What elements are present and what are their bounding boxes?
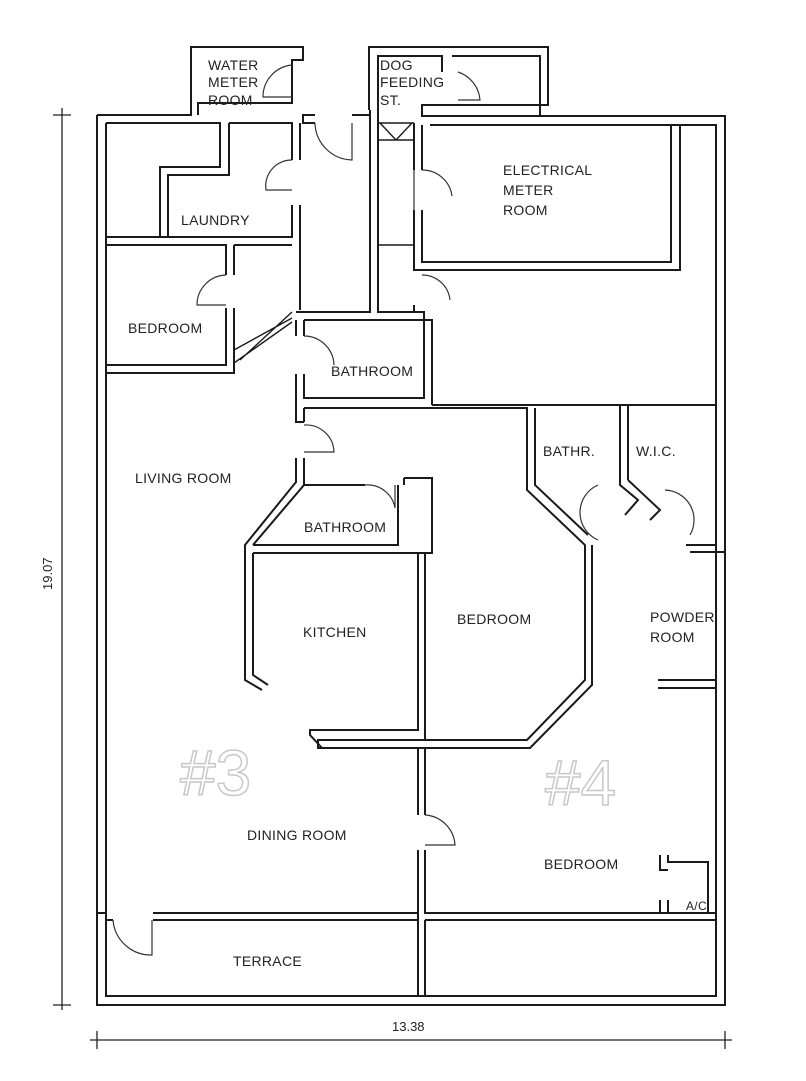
dog-feeding-label-line3: ST. [380,92,401,108]
ac-label: A/C [686,899,707,913]
dining-room-label: DINING ROOM [247,827,347,843]
powder-room-label-line2: ROOM [650,629,695,645]
bathroom-upper-label: BATHROOM [331,363,413,379]
width-dimension-label: 13.38 [392,1019,425,1034]
terrace-label: TERRACE [233,953,302,969]
wic-label: W.I.C. [636,443,676,459]
dog-feeding-label-line1: DOG [380,57,413,73]
water-meter-label-line2: METER [208,74,259,90]
electrical-meter-label-line3: ROOM [503,202,548,218]
powder-room-label-line1: POWDER [650,609,715,625]
height-dimension-line [53,108,71,1010]
water-meter-label-line3: ROOM [208,92,253,108]
door-swings [112,64,695,956]
bedroom-se-label: BEDROOM [544,856,618,872]
unit-markers: #3 #4 [179,736,617,820]
dimension-lines: 19.07 13.38 [40,108,732,1049]
unit-4-marker: #4 [545,747,616,819]
width-dimension-line [90,1031,732,1049]
bedroom-nw-label: BEDROOM [128,320,202,336]
room-labels: WATER METER ROOM DOG FEEDING ST. ELECTRI… [128,57,715,969]
bathr-label: BATHR. [543,443,595,459]
electrical-meter-label-line1: ELECTRICAL [503,162,592,178]
unit-3-marker: #3 [180,737,251,809]
laundry-label: LAUNDRY [181,212,250,228]
electrical-meter-label-line2: METER [503,182,554,198]
kitchen-label: KITCHEN [303,624,367,640]
living-room-label: LIVING ROOM [135,470,232,486]
bedroom-center-label: BEDROOM [457,611,531,627]
water-meter-label-line1: WATER [208,57,259,73]
height-dimension-label: 19.07 [40,557,55,590]
outer-walls [96,46,726,1006]
dog-feeding-label-line2: FEEDING [380,74,444,90]
bathroom-middle-label: BATHROOM [304,519,386,535]
interior-walls [97,110,726,996]
